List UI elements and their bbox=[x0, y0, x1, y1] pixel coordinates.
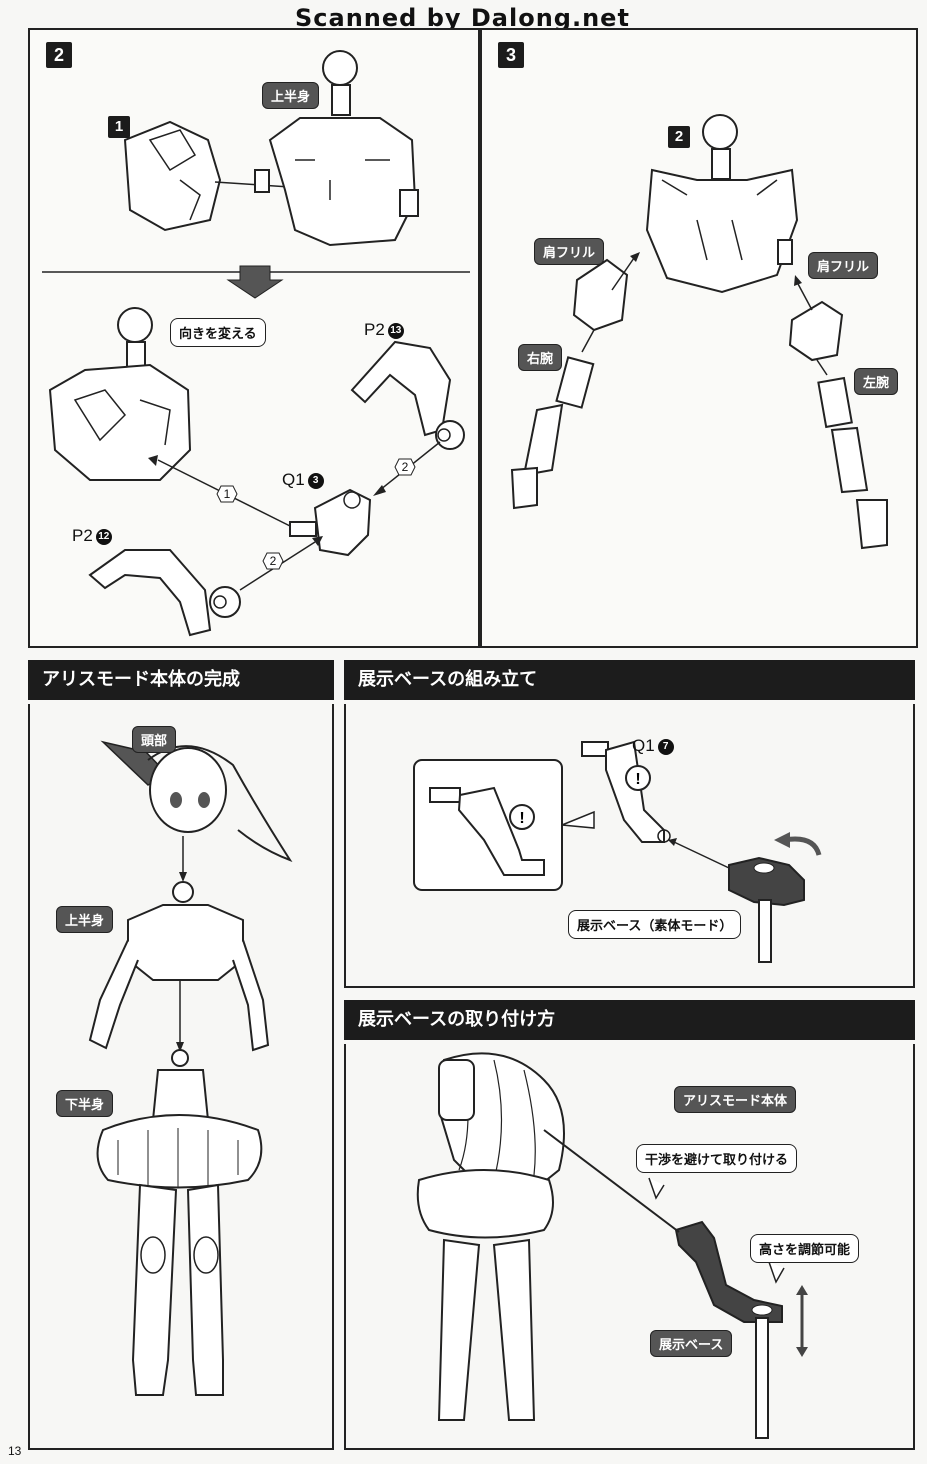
avoid-interference-label: 干渉を避けて取り付ける bbox=[636, 1144, 798, 1173]
sub-step-number: 2 bbox=[668, 126, 690, 148]
base-attach-panel: 展示ベースの取り付け方 アリスモード本体 干渉を避けて取り付ける 高さを調節可能… bbox=[344, 1000, 915, 1450]
display-base-label: 展示ベース（素体モード） bbox=[568, 910, 742, 939]
turn-label: 向きを変える bbox=[170, 318, 266, 347]
left-arm-label: 左腕 bbox=[854, 368, 899, 395]
order-marker-2a: 2 bbox=[394, 458, 416, 476]
page-number: 13 bbox=[8, 1444, 22, 1458]
base-attach-illustration bbox=[416, 1052, 808, 1439]
base-assembly-illustration: ! ! bbox=[413, 740, 822, 963]
upper-body-label: 上半身 bbox=[56, 906, 114, 933]
base-attach-frame bbox=[344, 1044, 915, 1450]
lower-body-label: 下半身 bbox=[56, 1090, 114, 1117]
upper-body-label: 上半身 bbox=[262, 82, 320, 109]
base-attach-title: 展示ベースの取り付け方 bbox=[344, 1000, 915, 1040]
step-number: 3 bbox=[498, 42, 524, 68]
head-label: 頭部 bbox=[132, 726, 177, 753]
right-arm-label: 右腕 bbox=[518, 344, 563, 371]
completion-title: アリスモード本体の完成 bbox=[28, 660, 334, 700]
base-assembly-title: 展示ベースの組み立て bbox=[344, 660, 915, 700]
alice-mode-body-label: アリスモード本体 bbox=[674, 1086, 797, 1113]
svg-text:!: ! bbox=[635, 771, 640, 788]
adjustable-height-label: 高さを調節可能 bbox=[750, 1234, 860, 1263]
svg-text:!: ! bbox=[519, 810, 524, 827]
step-number: 2 bbox=[46, 42, 72, 68]
completion-frame bbox=[28, 704, 334, 1450]
display-base-label: 展示ベース bbox=[650, 1330, 733, 1357]
order-marker-2b: 2 bbox=[262, 552, 284, 570]
step-3-panel: 3 2 肩フリル 肩フリル 右腕 左腕 bbox=[480, 28, 918, 648]
order-marker-1: 1 bbox=[216, 485, 238, 503]
base-assembly-frame bbox=[344, 704, 915, 988]
scan-credit: Scanned by Dalong.net bbox=[295, 4, 630, 32]
shoulder-frill-left-label: 肩フリル bbox=[808, 252, 879, 279]
completion-illustration bbox=[88, 740, 293, 1396]
step-3-illustration bbox=[510, 114, 888, 550]
step-2-illustration bbox=[42, 50, 470, 637]
shoulder-frill-right-label: 肩フリル bbox=[534, 238, 605, 265]
sub-step-number: 1 bbox=[108, 116, 130, 138]
completion-panel: アリスモード本体の完成 頭部 上半身 下半身 bbox=[28, 660, 334, 1450]
